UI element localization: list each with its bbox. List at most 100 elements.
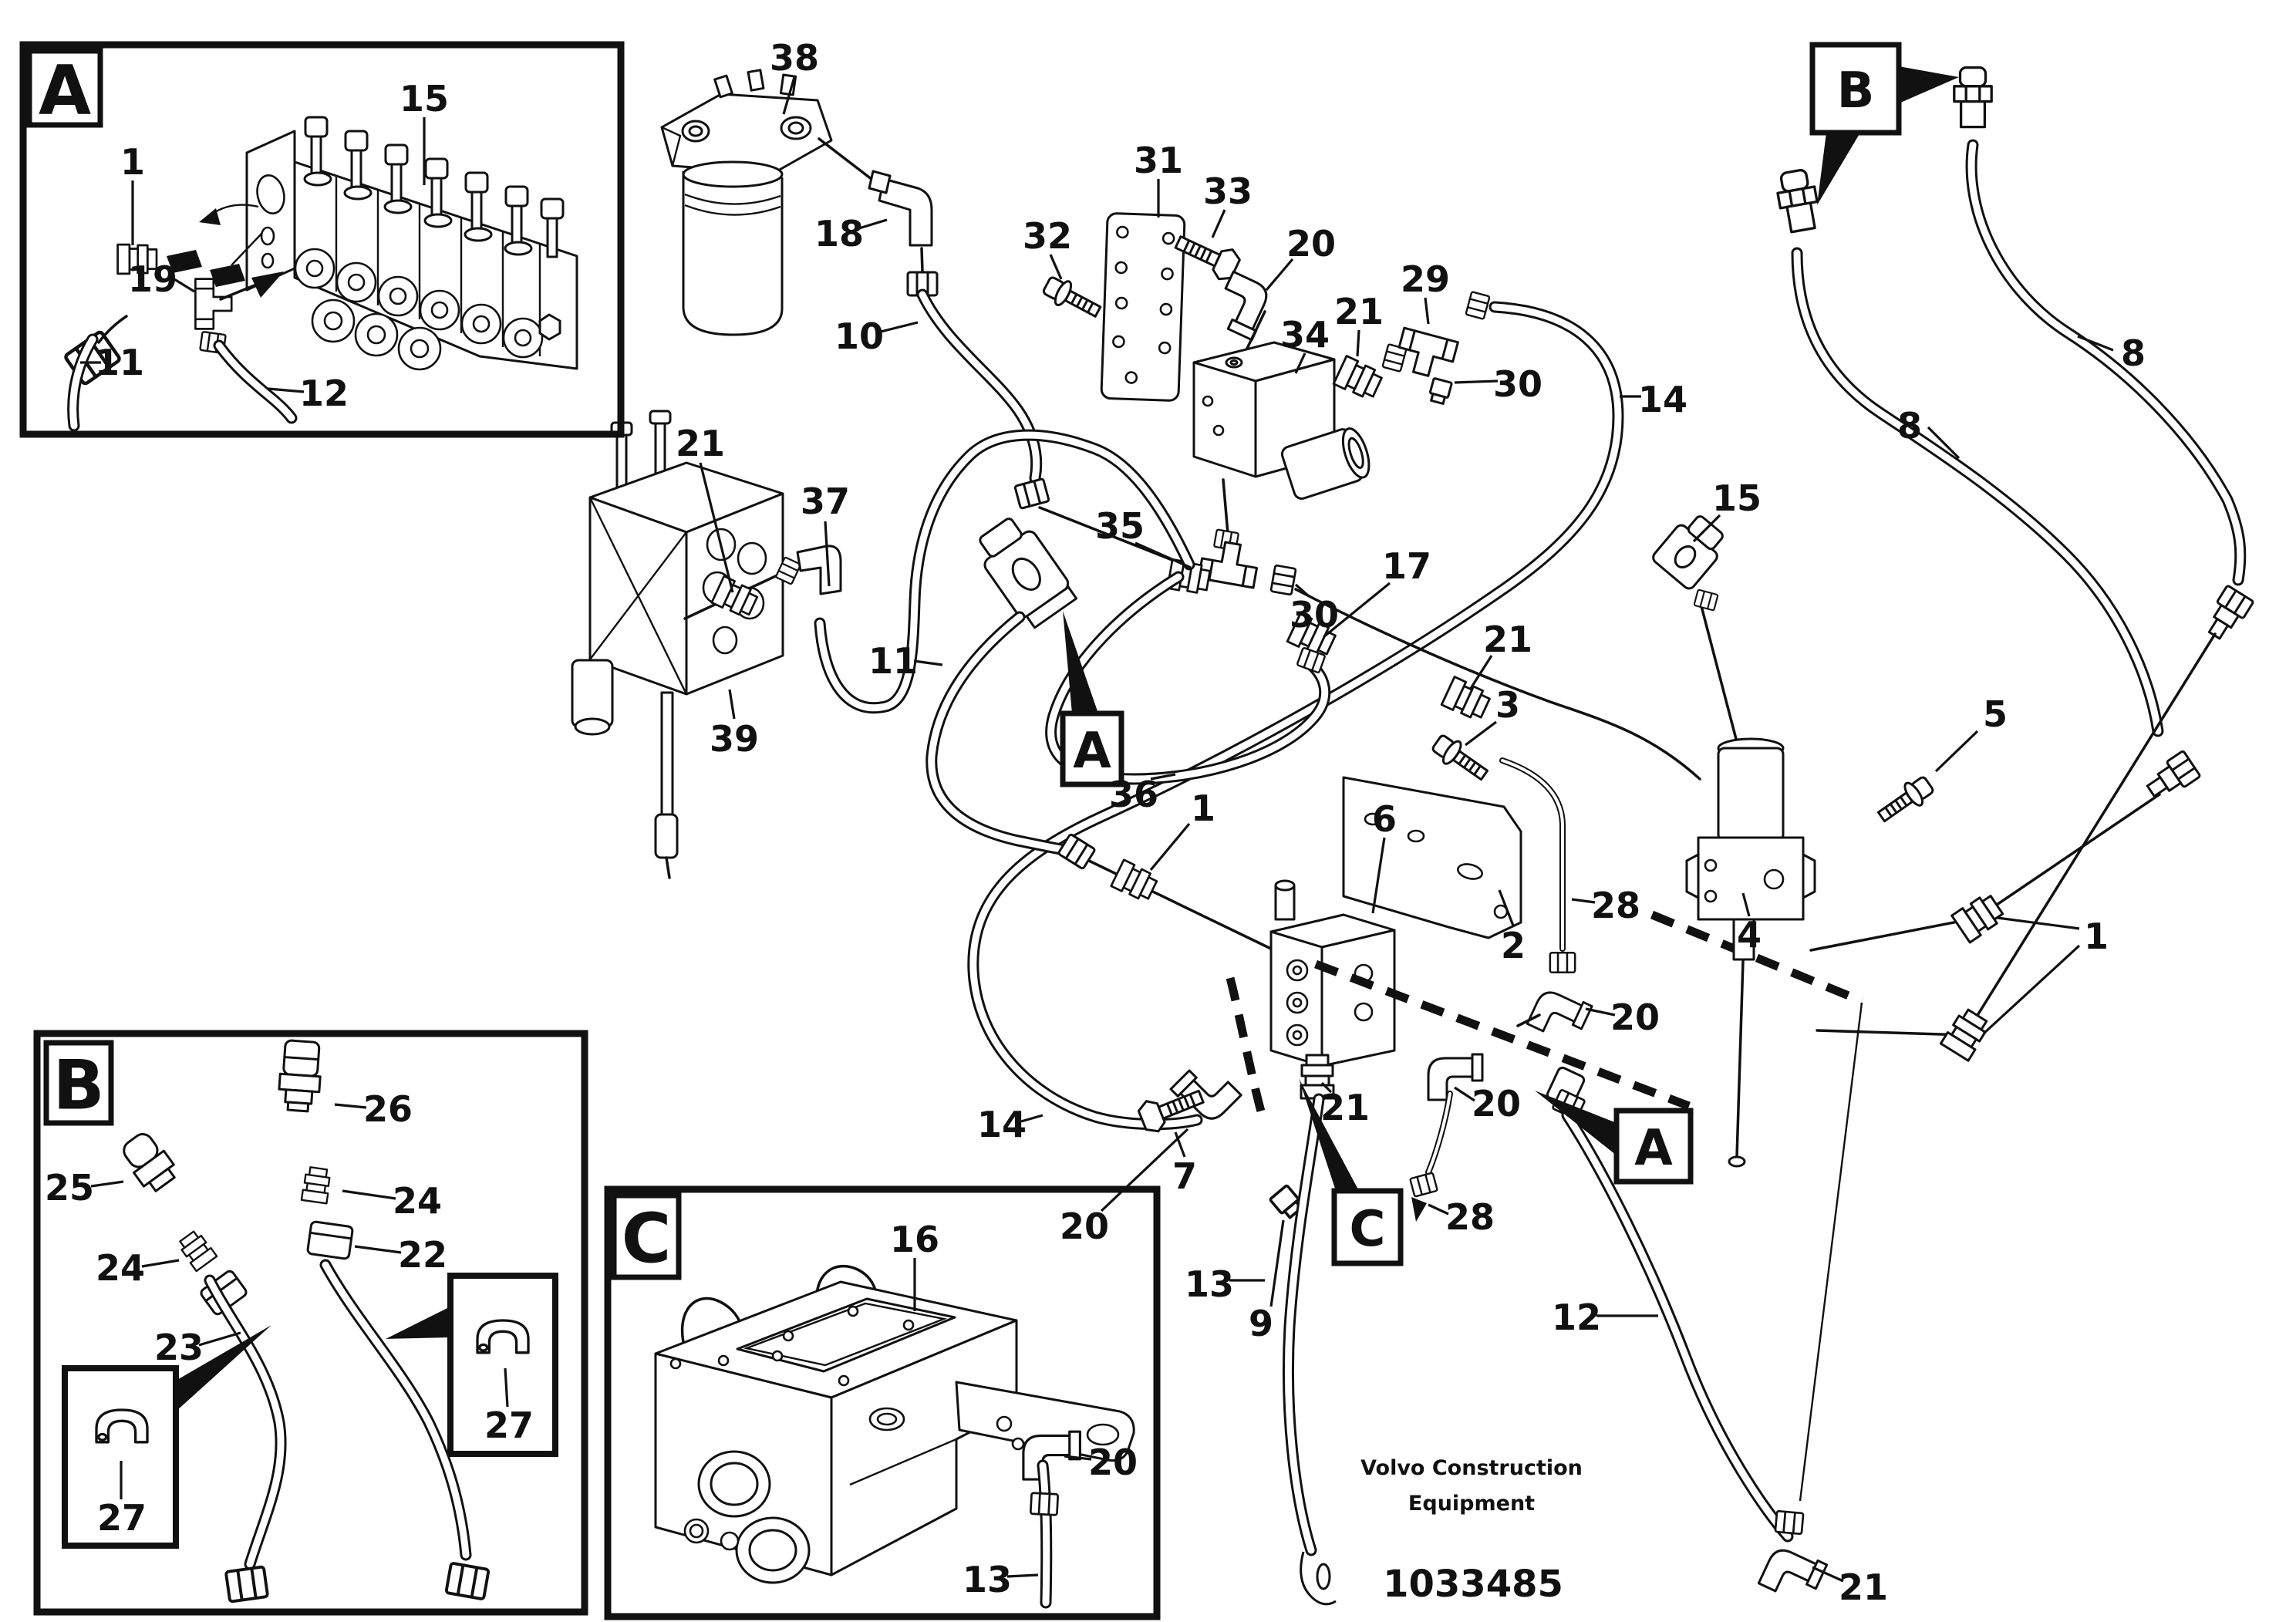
callout-label-21: 21: [1483, 619, 1532, 660]
callout-leader-28: [1428, 1203, 1449, 1216]
inset-C-corner-tag: [611, 1192, 682, 1280]
callout-leader-26: [334, 1103, 367, 1109]
callout-leader-5: [1934, 730, 1979, 773]
callout-leader-33: [1211, 209, 1226, 238]
callout-label-20: 20: [1610, 996, 1660, 1038]
inset-b-fittings: [62, 1039, 558, 1603]
callout-label-21: 21: [1320, 1087, 1370, 1128]
callout-label-24: 24: [393, 1180, 442, 1222]
callout-leader-8: [2077, 335, 2114, 352]
callout-label-22: 22: [398, 1234, 447, 1276]
elbow-fitting-18: [818, 137, 939, 297]
manifold-block-6: [1269, 879, 1396, 1067]
callout-label-4: 4: [1737, 914, 1762, 956]
inset-a-fittings-hoses: [65, 243, 292, 426]
inset-frames-layer: ABC: [19, 41, 1161, 1620]
callout-label-15: 15: [400, 78, 449, 120]
callout-label-11: 11: [95, 342, 144, 383]
tube-28-upper: [1502, 760, 1593, 1047]
ref-letter-B: B: [1837, 62, 1875, 120]
callout-leader-27: [504, 1367, 509, 1408]
callout-leader-1: [1982, 944, 2081, 1035]
callout-leader-21: [1812, 1566, 1844, 1583]
callout-leader-3: [1465, 720, 1497, 747]
callout-label-8: 8: [2121, 332, 2146, 374]
callout-label-9: 9: [1249, 1303, 1273, 1344]
callout-label-12: 12: [1552, 1297, 1601, 1338]
callout-label-31: 31: [1134, 140, 1183, 181]
callout-label-14: 14: [977, 1104, 1027, 1145]
callout-leader-20: [1265, 258, 1294, 292]
callout-label-1: 1: [1191, 787, 1215, 829]
callout-label-5: 5: [1983, 693, 2008, 735]
callout-label-1: 1: [120, 141, 145, 183]
callout-label-3: 3: [1495, 684, 1520, 726]
mounting-plate-31: [1100, 212, 1186, 402]
callout-label-21: 21: [1334, 291, 1384, 332]
callout-label-20: 20: [1060, 1206, 1109, 1247]
inset-A-frame: [19, 41, 625, 438]
callout-label-39: 39: [710, 718, 759, 760]
footer: Volvo Construction Equipment 1033485: [1360, 1456, 1583, 1606]
callout-leader-19: [174, 278, 195, 293]
callout-label-6: 6: [1372, 798, 1397, 840]
inset-letter-C: C: [622, 1199, 672, 1279]
ref-B-pointer-wedge: [1817, 133, 1860, 205]
callout-leader-35: [1135, 541, 1192, 569]
callout-label-34: 34: [1280, 314, 1330, 356]
callout-leader-7: [1174, 1131, 1186, 1158]
ref-C-box: [1331, 1188, 1404, 1266]
callout-leader-38: [782, 76, 796, 115]
hose-28-lower: [1409, 1094, 1450, 1222]
callout-label-29: 29: [1401, 258, 1450, 300]
callout-label-26: 26: [363, 1088, 413, 1130]
ref-letter-A: A: [1634, 1120, 1673, 1177]
callout-label-27: 27: [97, 1497, 147, 1539]
callout-label-20: 20: [1286, 223, 1336, 265]
callout-leader-14: [1020, 1114, 1043, 1123]
callout-label-20: 20: [1472, 1083, 1521, 1125]
inset-A-corner-tag: [26, 48, 103, 128]
callout-leader-8: [1927, 426, 1961, 460]
callout-label-27: 27: [484, 1404, 534, 1446]
elbow-20-manifold-left: [1169, 1055, 1242, 1129]
callout-label-28: 28: [1591, 885, 1640, 926]
callout-label-16: 16: [890, 1219, 939, 1260]
callout-label-30: 30: [1493, 363, 1542, 405]
callout-label-11: 11: [868, 640, 918, 682]
callout-label-38: 38: [770, 37, 819, 79]
callout-leader-20: [1454, 1086, 1475, 1102]
callout-label-10: 10: [834, 315, 884, 357]
callout-leader-11: [913, 659, 943, 666]
callout-leader-37: [824, 521, 831, 587]
callout-leader-17: [1322, 582, 1391, 639]
callout-leader-21: [1356, 329, 1360, 357]
callout-label-28: 28: [1445, 1196, 1495, 1238]
callout-leader-18: [858, 218, 888, 230]
callout-label-19: 19: [128, 258, 177, 300]
callout-leader-15: [1692, 514, 1721, 543]
callout-leader-1: [1997, 916, 2080, 930]
callout-leader-12: [268, 387, 305, 393]
ref-A-pointer-wedge: [1535, 1091, 1617, 1155]
callout-leader-28: [1571, 898, 1596, 904]
callout-leader-10: [880, 321, 919, 333]
callout-leader-24: [342, 1189, 396, 1200]
bracket-plate-2: [1342, 776, 1522, 939]
callout-label-2: 2: [1501, 925, 1526, 966]
inset-letter-A: A: [39, 51, 91, 130]
callout-leader-39: [728, 689, 736, 720]
inset-B-corner-tag: [43, 1040, 114, 1126]
callout-leader-25: [90, 1180, 124, 1188]
callout-leader-21: [1320, 1081, 1333, 1094]
ref-C-pointer-wedge: [1299, 1078, 1359, 1200]
ref-B-box: [1809, 42, 1902, 136]
callout-leader-24: [141, 1259, 180, 1268]
screw-3: [1428, 730, 1493, 787]
callout-label-24: 24: [96, 1247, 145, 1289]
callout-leader-32: [1049, 254, 1063, 280]
callout-label-23: 23: [154, 1327, 204, 1368]
